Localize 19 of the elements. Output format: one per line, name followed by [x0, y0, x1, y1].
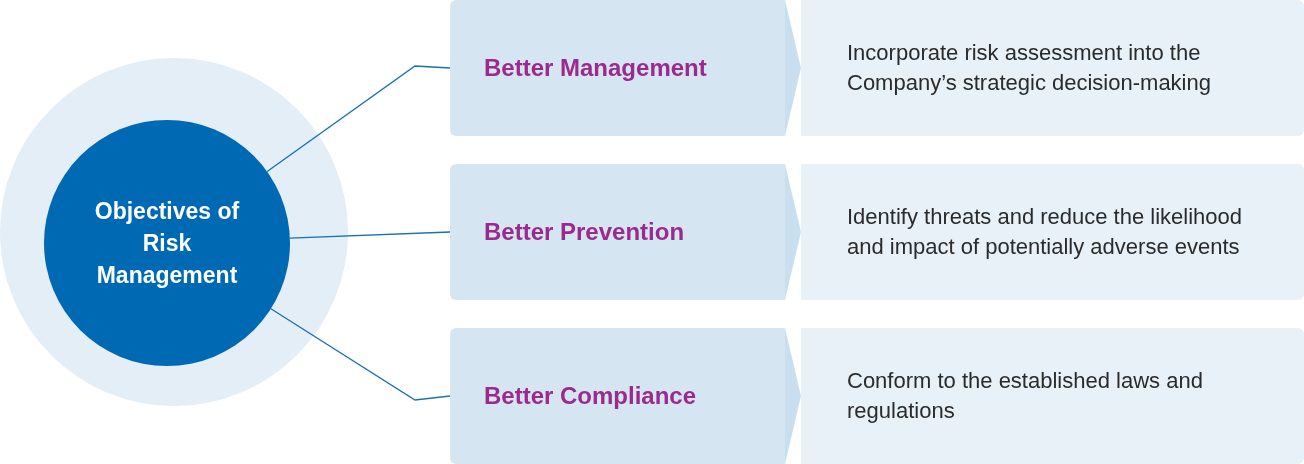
description-box: [801, 0, 1304, 136]
heading-text: Better Compliance: [484, 381, 697, 411]
heading-text: Better Prevention: [484, 217, 685, 247]
description-box: [801, 164, 1304, 300]
description-text: Identify threats and reduce the likelihood and impact of potentially adverse events: [847, 203, 1244, 261]
heading-box: [450, 164, 785, 300]
heading-text: Better Management: [484, 53, 707, 83]
circle-title: Objectives of Risk Management: [93, 197, 241, 290]
chevron-arrow: [785, 0, 801, 136]
description-box: [801, 328, 1304, 464]
chevron-arrow: [785, 164, 801, 300]
chevron-arrow: [785, 328, 801, 464]
connector-line: [289, 231, 451, 239]
heading-box: [450, 0, 785, 136]
description-text: Incorporate risk assessment into the Company’s strategic decision-making: [847, 39, 1212, 97]
connector-line: [266, 65, 451, 173]
connector-line: [270, 308, 451, 401]
description-text: Conform to the established laws and regulations: [847, 367, 1204, 425]
heading-box: [450, 328, 785, 464]
